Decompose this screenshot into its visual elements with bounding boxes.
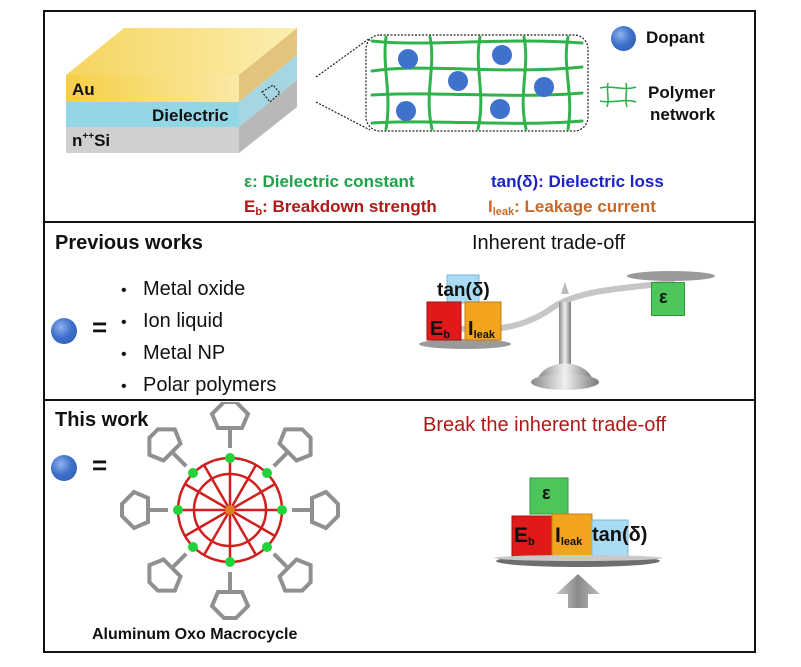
cube-ileak-label: Ileak — [468, 318, 495, 341]
list-item: Ion liquid — [121, 306, 276, 338]
device-stack-diagram — [66, 28, 297, 153]
cube-epsilon-label: ε — [542, 483, 551, 503]
zoom-connector-lines — [315, 37, 371, 131]
previous-works-title: Previous works — [55, 232, 203, 254]
dielectric-layer — [66, 102, 239, 127]
list-item: Polar polymers — [121, 370, 276, 402]
dopant-icon — [51, 455, 77, 481]
left-pan — [419, 339, 511, 349]
cube-eb-label: Eb — [430, 318, 451, 341]
cube-ileak-label: Ileak — [555, 524, 583, 548]
section-divider — [43, 399, 756, 401]
balanced-tray — [494, 477, 662, 608]
equals-sign: = — [92, 312, 108, 342]
definition-dielectric-constant: ε: Dielectric constant — [244, 172, 415, 191]
dopant-icon — [51, 318, 77, 344]
legend-dopant-label: Dopant — [646, 28, 705, 47]
equals-sign: = — [92, 450, 108, 480]
legend-polymer-label: Polymer network — [648, 83, 716, 124]
this-work-title: This work — [55, 409, 149, 431]
definition-leakage-current: Ileak: Leakage current — [488, 197, 656, 218]
cube-tan-delta — [591, 519, 629, 559]
definition-breakdown-strength: Eb: Breakdown strength — [244, 197, 437, 218]
silicon-layer — [66, 127, 239, 153]
dopant-types-list: Metal oxide Ion liquid Metal NP Polar po… — [121, 274, 276, 402]
cube-eb — [511, 515, 553, 559]
cube-epsilon-label: ε — [659, 287, 668, 307]
cube-eb-label: Eb — [514, 524, 535, 548]
layer-label-si: n++Si — [72, 131, 111, 150]
list-item: Metal oxide — [121, 274, 276, 306]
polymer-chains — [370, 35, 584, 131]
definition-dielectric-loss: tan(δ): Dielectric loss — [491, 172, 664, 191]
figure-frame — [43, 10, 756, 653]
layer-label-dielectric: Dielectric — [152, 106, 229, 125]
cube-tan-label: tan(δ) — [592, 524, 648, 546]
gold-layer — [66, 75, 239, 102]
dopant-particles — [396, 45, 554, 121]
cube-epsilon — [529, 477, 569, 515]
right-pan — [627, 271, 715, 281]
polymer-network-legend-icon — [599, 82, 637, 108]
cube-eb — [426, 301, 462, 341]
section-divider — [43, 221, 756, 223]
molecule-caption: Aluminum Oxo Macrocycle — [92, 626, 298, 643]
cube-ileak — [464, 301, 502, 341]
up-arrow-icon — [556, 574, 600, 608]
list-item: Metal NP — [121, 338, 276, 370]
balance-scale — [419, 271, 715, 390]
cube-tan-delta — [446, 274, 480, 304]
inherent-tradeoff-title: Inherent trade-off — [472, 232, 626, 254]
cube-tan-label: tan(δ) — [437, 280, 490, 301]
layer-label-au: Au — [72, 80, 95, 99]
cube-epsilon — [651, 282, 685, 316]
zoom-region-marker — [261, 84, 281, 103]
break-tradeoff-title: Break the inherent trade-off — [423, 414, 667, 436]
polymer-network-inset — [365, 34, 589, 132]
gold-top-face — [66, 28, 297, 75]
dopant-legend-icon — [611, 26, 636, 51]
aluminum-oxo-macrocycle-structure — [120, 402, 340, 620]
